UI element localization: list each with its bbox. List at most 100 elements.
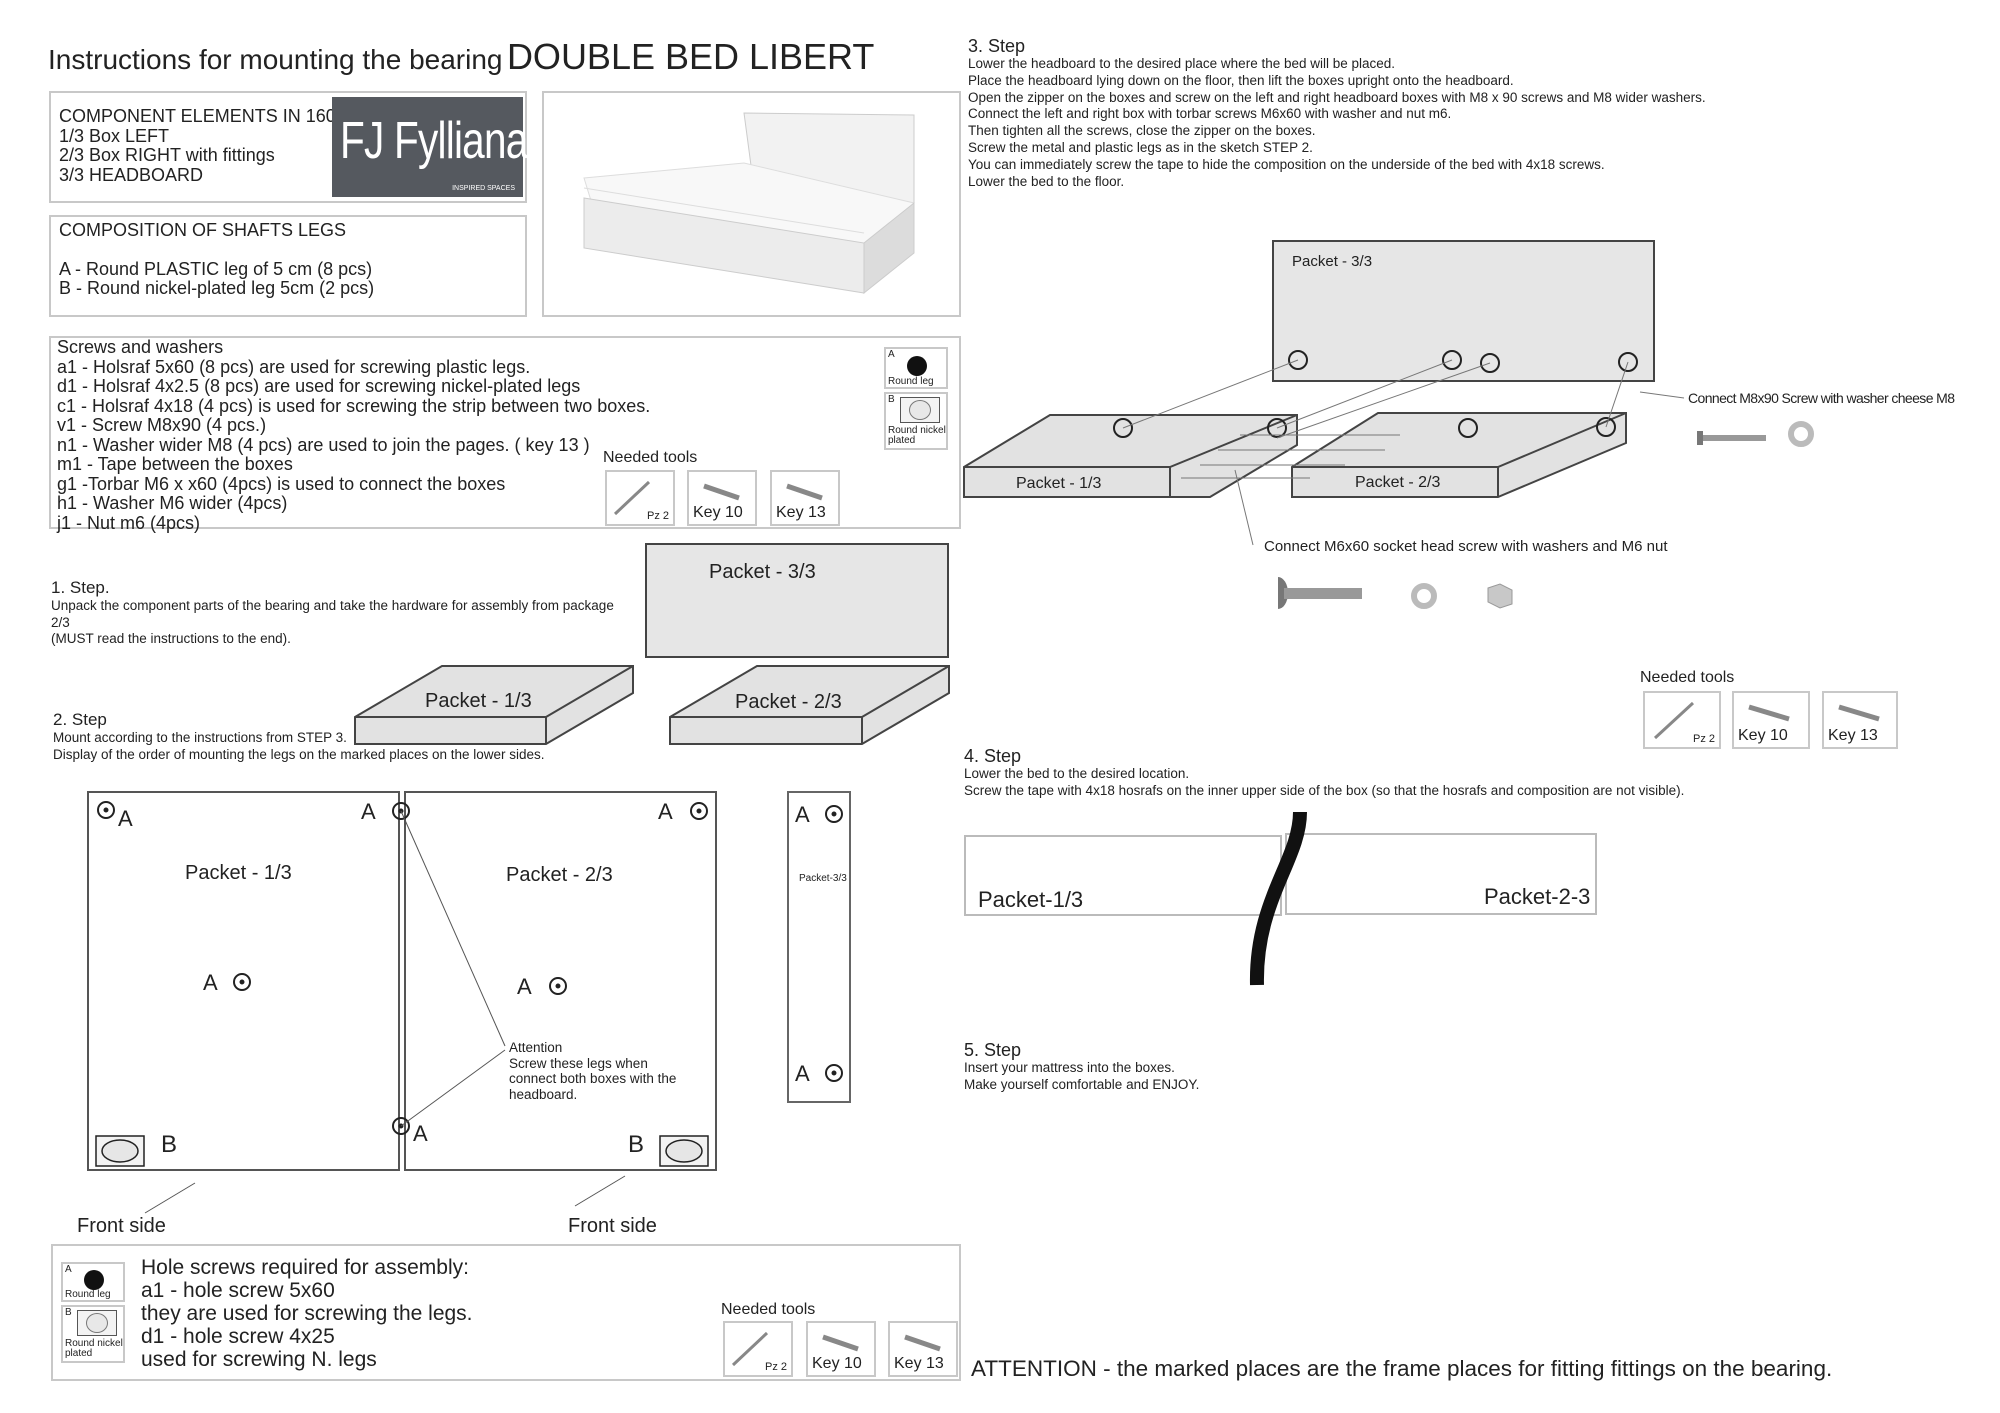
legs-heading: COMPOSITION OF SHAFTS LEGS (59, 220, 347, 240)
legend-label: Round leg (65, 1289, 111, 1300)
wrench-icon (822, 1334, 859, 1352)
mark-a: A (203, 970, 218, 995)
tools-heading: Needed tools (721, 1301, 816, 1318)
note-line: headboard. (509, 1086, 578, 1102)
screw-item: a1 - Holsraf 5x60 (8 pcs) are used for s… (57, 356, 531, 377)
screwdriver-icon (731, 1331, 769, 1367)
step-line: You can immediately screw the tape to hi… (968, 156, 1605, 172)
tool-label: Pz 2 (764, 1361, 787, 1373)
legend-round-leg: A Round leg (884, 347, 948, 389)
screw-item: d1 - Holsraf 4x2.5 (8 pcs) are used for … (57, 376, 581, 396)
mark-b: B (161, 1131, 178, 1158)
step-line: Lower the headboard to the desired place… (968, 56, 1396, 71)
packet-label: Packet-1/3 (978, 887, 1084, 912)
step5: 5. Step Insert your mattress into the bo… (964, 1040, 1199, 1093)
hole-line: a1 - hole screw 5x60 (141, 1279, 335, 1302)
component-item: 3/3 HEADBOARD (59, 164, 204, 185)
legend-label: Round leg (888, 376, 934, 387)
wrench-icon (1748, 704, 1790, 722)
mark-b: B (628, 1131, 645, 1158)
step-line: Display of the order of mounting the leg… (53, 746, 545, 762)
connect-m6-label: Connect M6x60 socket head screw with was… (1264, 538, 1668, 555)
tool-screwdriver: Pz 2 (605, 470, 675, 526)
screwdriver-icon (1653, 701, 1695, 740)
leg-circle-icon (97, 801, 843, 1135)
tool-label: Key 10 (693, 504, 743, 521)
step-line: Insert your mattress into the boxes. (964, 1060, 1175, 1075)
tool-label: Key 10 (1738, 727, 1788, 744)
round-leg-icon (84, 1270, 104, 1290)
step-line: Screw the metal and plastic legs as in t… (968, 139, 1313, 155)
legend-round-leg: A Round leg (61, 1262, 125, 1302)
legend-letter: B (65, 1307, 72, 1318)
tool-screwdriver: Pz 2 (723, 1321, 793, 1377)
hole-line: they are used for screwing the legs. (141, 1302, 473, 1325)
m6-nut-icon (1487, 583, 1513, 609)
legend-label: Round nickel plated (65, 1338, 123, 1359)
connect-m8-label: Connect M8x90 Screw with washer cheese M… (1688, 390, 1955, 406)
attention-footer: ATTENTION - the marked places are the fr… (971, 1356, 1833, 1381)
component-item: 1/3 Box LEFT (59, 125, 170, 146)
legend-nickel-leg: B Round nickel plated (884, 392, 948, 450)
attention-note: Attention Screw these legs when connect … (509, 1040, 676, 1102)
components-heading: COMPONENT ELEMENTS IN 160 (59, 106, 336, 126)
step-line: Open the zipper on the boxes and screw o… (968, 89, 1706, 105)
tool-label: Pz 2 (646, 510, 669, 522)
tool-key13: Key 13 (770, 470, 840, 526)
mark-a: A (118, 806, 133, 831)
step-line: Connect the left and right box with torb… (968, 106, 1452, 122)
mark-a: A (795, 1061, 810, 1086)
tool-key10: Key 10 (1732, 691, 1810, 749)
packet-label: Packet - 1/3 (185, 862, 292, 884)
screw-item: h1 - Washer M6 wider (4pcs) (57, 493, 288, 513)
packet-label: Packet - 3/3 (709, 561, 816, 583)
wrench-icon (1838, 704, 1880, 722)
hole-line: Hole screws required for assembly: (141, 1256, 469, 1279)
legs-box: COMPOSITION OF SHAFTS LEGS A - Round PLA… (49, 215, 527, 317)
step-line: 2/3 (51, 614, 70, 630)
leg-item-b: B - Round nickel-plated leg 5cm (2 pcs) (59, 278, 375, 298)
step-line: Screw the tape with 4x18 hosrafs on the … (964, 782, 1685, 798)
packet-label: Packet - 2/3 (506, 864, 613, 886)
mark-a: A (361, 799, 376, 824)
tool-label: Key 13 (776, 504, 826, 521)
note-line: connect both boxes with the (509, 1071, 677, 1086)
step2: 2. Step Mount according to the instructi… (53, 710, 545, 763)
bed-illustration (583, 112, 915, 295)
round-leg-icon (907, 356, 927, 376)
hole-line: used for screwing N. legs (141, 1348, 377, 1371)
packet-label: Packet - 2/3 (735, 691, 842, 713)
nickel-leg-icon (77, 1310, 117, 1336)
step4: 4. Step Lower the bed to the desired loc… (964, 746, 1684, 799)
mark-a: A (517, 974, 532, 999)
packet-3-3-box: Packet - 3/3 (645, 543, 949, 658)
fylliana-logo: FJ Fylliana INSPIRED SPACES (332, 97, 528, 197)
packet-1-3-bottom (87, 791, 400, 1171)
hole-line: d1 - hole screw 4x25 (141, 1325, 335, 1348)
page-title: Instructions for mounting the bearing DO… (48, 36, 874, 78)
note-title: Attention (509, 1040, 563, 1055)
packet-3-3-bottom (787, 791, 851, 1103)
title-product: DOUBLE BED LIBERT (506, 36, 875, 77)
nickel-leg-icon (900, 397, 940, 423)
hole-screws-text: Hole screws required for assembly: a1 - … (141, 1256, 473, 1371)
packet-label: Packet-3/3 (799, 873, 847, 884)
screw-item: g1 -Torbar M6 x x60 (4pcs) is used to co… (57, 473, 506, 494)
step-line: Make yourself comfortable and ENJOY. (964, 1076, 1200, 1092)
screwdriver-icon (613, 480, 651, 516)
screw-item: v1 - Screw M8x90 (4 pcs.) (57, 415, 267, 435)
step-title: 4. Step (964, 746, 1022, 766)
step1: 1. Step. Unpack the component parts of t… (51, 578, 641, 648)
wrench-icon (703, 483, 740, 501)
tools-heading: Needed tools (1640, 669, 1735, 686)
tool-label: Key 13 (1828, 727, 1878, 744)
legend-nickel-leg: B Round nickel plated (61, 1305, 125, 1363)
note-line: Screw these legs when (509, 1055, 648, 1071)
screw-item: c1 - Holsraf 4x18 (4 pcs) is used for sc… (57, 395, 651, 416)
step-line: Unpack the component parts of the bearin… (51, 598, 614, 613)
logo-name: Fylliana (393, 112, 528, 170)
